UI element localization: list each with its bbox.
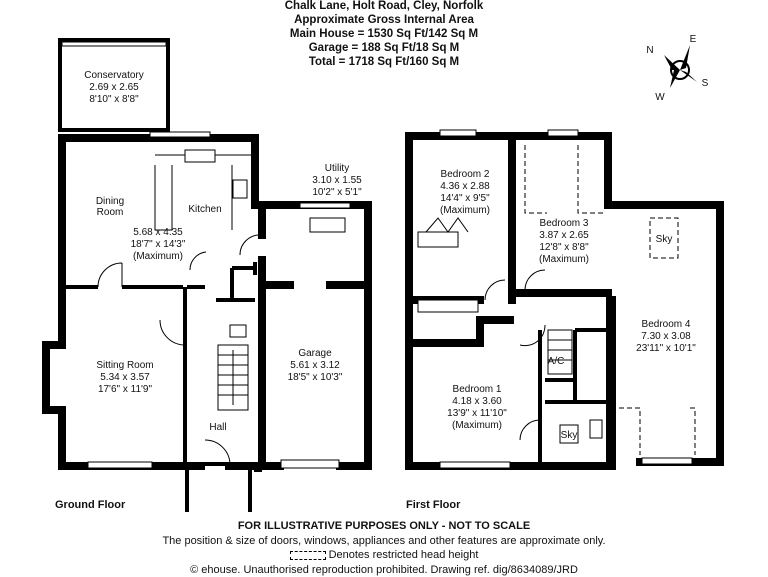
bedroom-2-imperial: 14'4" x 9'5"	[440, 193, 490, 204]
approximation-note: The position & size of doors, windows, a…	[0, 534, 768, 549]
bedroom-4-imperial: 23'11" x 10'1"	[636, 343, 696, 354]
compass-s: S	[702, 78, 709, 89]
dining-kitchen-note: (Maximum)	[133, 251, 183, 262]
bedroom-1-label: Bedroom 1	[453, 384, 502, 395]
compass-icon: N E S W	[646, 34, 708, 103]
legend-text: Denotes restricted head height	[329, 549, 479, 561]
bedroom-3-label: Bedroom 3	[540, 218, 589, 229]
bedroom-1-note: (Maximum)	[452, 420, 502, 431]
bedroom-2-note: (Maximum)	[440, 205, 490, 216]
conservatory-label: Conservatory	[84, 70, 143, 81]
conservatory-metric: 2.69 x 2.65	[89, 82, 139, 93]
bedroom-3-note: (Maximum)	[539, 254, 589, 265]
compass-n: N	[646, 45, 653, 56]
conservatory-imperial: 8'10" x 8'8"	[89, 94, 139, 105]
ground-floor-plan	[46, 40, 368, 512]
dining-room-label: Dining	[96, 196, 124, 207]
sitting-room-imperial: 17'6" x 11'9"	[98, 384, 153, 395]
kitchen-label: Kitchen	[188, 204, 221, 215]
garage-label: Garage	[298, 348, 332, 359]
dining-room-label-2: Room	[97, 207, 124, 218]
bedroom-1-imperial: 13'9" x 11'10"	[447, 408, 507, 419]
utility-metric: 3.10 x 1.55	[312, 175, 362, 186]
footer: FOR ILLUSTRATIVE PURPOSES ONLY - NOT TO …	[0, 519, 768, 577]
copyright: © ehouse. Unauthorised reproduction proh…	[0, 563, 768, 577]
hall-label: Hall	[209, 422, 226, 433]
bedroom-4-label: Bedroom 4	[642, 319, 691, 330]
compass-e: E	[690, 34, 697, 45]
disclaimer: FOR ILLUSTRATIVE PURPOSES ONLY - NOT TO …	[0, 519, 768, 534]
utility-imperial: 10'2" x 5'1"	[312, 187, 362, 198]
sky-label-bedroom4: Sky	[656, 234, 673, 245]
sitting-room-metric: 5.34 x 3.57	[100, 372, 150, 383]
bedroom-3-metric: 3.87 x 2.65	[539, 230, 589, 241]
dashed-box-icon	[290, 551, 326, 560]
garage-imperial: 18'5" x 10'3"	[288, 372, 343, 383]
bedroom-3-imperial: 12'8" x 8'8"	[539, 242, 589, 253]
dining-kitchen-imperial: 18'7" x 14'3"	[131, 239, 186, 250]
bedroom-2-label: Bedroom 2	[441, 169, 490, 180]
bedroom-4-metric: 7.30 x 3.08	[641, 331, 691, 342]
dining-kitchen-metric: 5.68 x 4.35	[133, 227, 183, 238]
legend: Denotes restricted head height	[0, 548, 768, 563]
sitting-room-label: Sitting Room	[96, 360, 153, 371]
airing-cupboard-label: A/C	[548, 356, 565, 367]
bedroom-2-metric: 4.36 x 2.88	[440, 181, 490, 192]
utility-label: Utility	[325, 163, 349, 174]
garage-metric: 5.61 x 3.12	[290, 360, 340, 371]
ground-floor-label: Ground Floor	[55, 499, 126, 511]
sky-label-bedroom1: Sky	[561, 430, 578, 441]
first-floor-label: First Floor	[406, 499, 461, 511]
bedroom-1-metric: 4.18 x 3.60	[452, 396, 502, 407]
compass-w: W	[655, 92, 665, 103]
